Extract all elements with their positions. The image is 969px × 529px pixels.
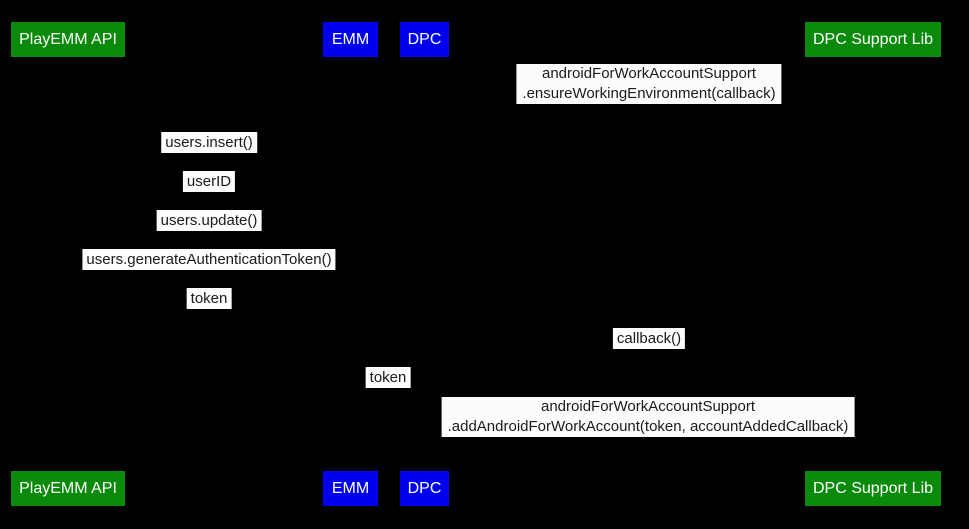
message-add-android-for-work-account: androidForWorkAccountSupport .addAndroid… [441, 397, 855, 437]
message-token-to-dpc: token [365, 367, 411, 388]
message-users-generate-authentication-token: users.generateAuthenticationToken() [82, 249, 336, 270]
message-users-insert: users.insert() [161, 132, 257, 153]
actor-playemm-api-top: PlayEMM API [11, 22, 125, 57]
message-user-id: userID [182, 171, 236, 192]
actor-dpc-support-lib-top: DPC Support Lib [805, 22, 941, 57]
message-token-to-emm: token [186, 288, 232, 309]
actor-emm-top: EMM [323, 22, 378, 57]
message-line: androidForWorkAccountSupport [541, 65, 756, 82]
actor-dpc-bottom: DPC [400, 471, 449, 506]
message-ensure-working-environment: androidForWorkAccountSupport .ensureWork… [516, 64, 782, 104]
message-line: .ensureWorkingEnvironment(callback) [522, 85, 776, 102]
message-users-update: users.update() [156, 210, 262, 231]
actor-dpc-support-lib-bottom: DPC Support Lib [805, 471, 941, 506]
actor-emm-bottom: EMM [323, 471, 378, 506]
message-line: .addAndroidForWorkAccount(token, account… [447, 418, 849, 435]
message-line: androidForWorkAccountSupport [541, 398, 755, 415]
actor-playemm-api-bottom: PlayEMM API [11, 471, 125, 506]
actor-dpc-top: DPC [400, 22, 449, 57]
message-callback: callback() [612, 328, 686, 349]
